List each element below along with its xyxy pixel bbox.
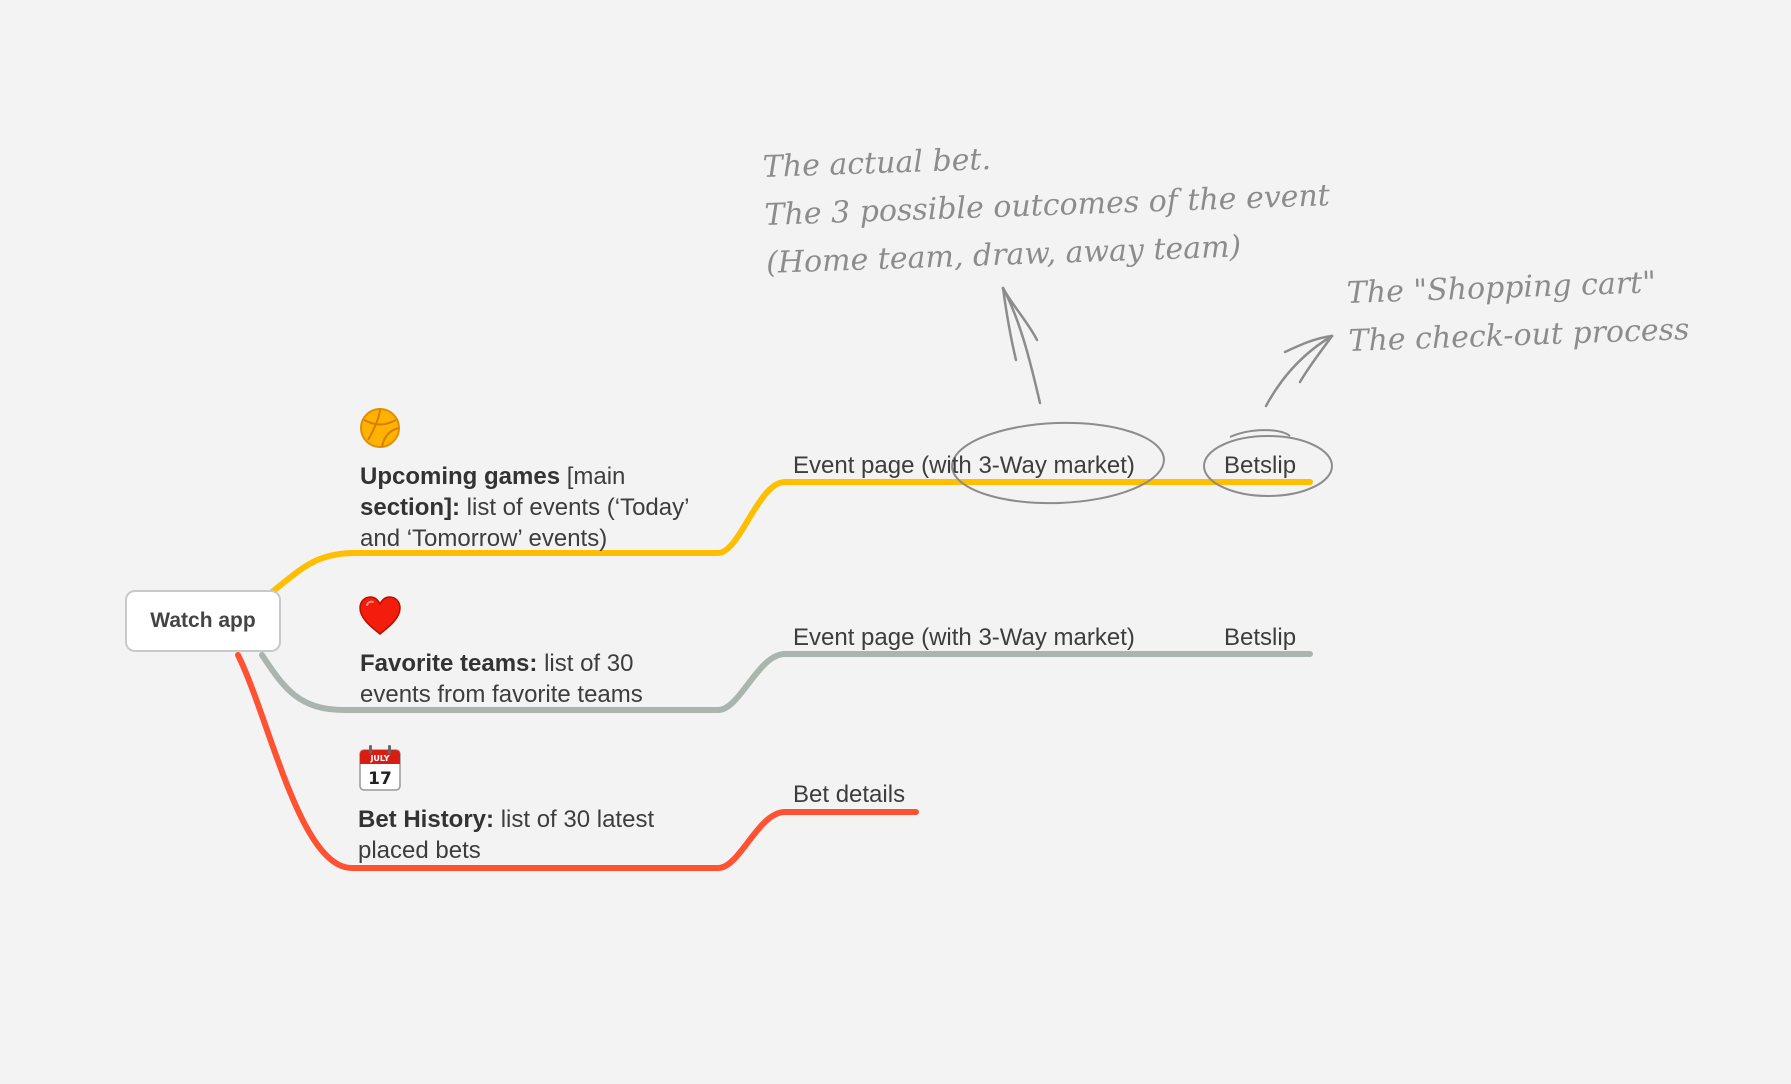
branch-bet-history-text-1: list of 30 latest [494, 806, 655, 833]
branch-favorite-teams-title: Favorite teams: [360, 650, 538, 677]
branch-upcoming-games-text-1: [main [560, 463, 626, 490]
leaf-upcoming-betslip[interactable]: Betslip [1224, 452, 1297, 479]
calendar-icon: JULY 17 [358, 744, 402, 797]
arrow-to-betslip-note [1264, 334, 1334, 408]
circle-betslip-annotation [1203, 435, 1333, 497]
branch-bet-history-title: Bet History: [358, 806, 495, 833]
handwritten-note-market: The actual bet. The 3 possible outcomes … [762, 124, 1332, 288]
calendar-month-label: JULY [369, 754, 389, 763]
leaf-favorite-event-page[interactable]: Event page (with 3-Way market) [793, 624, 1135, 651]
handwritten-note-betslip: The "Shopping cart" The check-out proces… [1346, 258, 1690, 366]
root-node-watch-app[interactable]: Watch app [125, 590, 281, 652]
branch-upcoming-games-title-2: section]: [360, 494, 461, 521]
leaf-favorite-betslip[interactable]: Betslip [1224, 624, 1297, 651]
branch-favorite-teams[interactable]: Favorite teams: list of 30 events from f… [360, 648, 720, 710]
branch-upcoming-games-text-2: list of events (‘Today’ [460, 494, 690, 521]
branch-bet-history[interactable]: Bet History: list of 30 latest placed be… [358, 804, 718, 866]
root-node-label: Watch app [150, 609, 256, 632]
branch-upcoming-games-title: Upcoming games [360, 463, 561, 490]
branch-bet-history-text-2: placed bets [358, 837, 481, 864]
calendar-day-label: 17 [368, 769, 392, 789]
connector-bet-history [235, 652, 919, 871]
heart-icon [358, 596, 402, 641]
branch-favorite-teams-text-2: events from favorite teams [360, 681, 643, 708]
connector-upcoming-games [269, 479, 1313, 595]
branch-favorite-teams-text-1: list of 30 [537, 650, 634, 677]
circle-betslip-stroke-tail [1229, 429, 1291, 438]
basketball-icon [358, 406, 402, 455]
leaf-upcoming-event-page[interactable]: Event page (with 3-Way market) [793, 452, 1135, 479]
connector-favorite-teams [259, 651, 1313, 713]
arrow-to-market-note [1001, 286, 1042, 405]
circle-event-page-annotation [951, 421, 1165, 505]
branch-upcoming-games-text-3: and ‘Tomorrow’ events) [360, 525, 608, 552]
branch-upcoming-games[interactable]: Upcoming games [main section]: list of e… [360, 461, 720, 554]
leaf-bet-details[interactable]: Bet details [793, 781, 906, 808]
